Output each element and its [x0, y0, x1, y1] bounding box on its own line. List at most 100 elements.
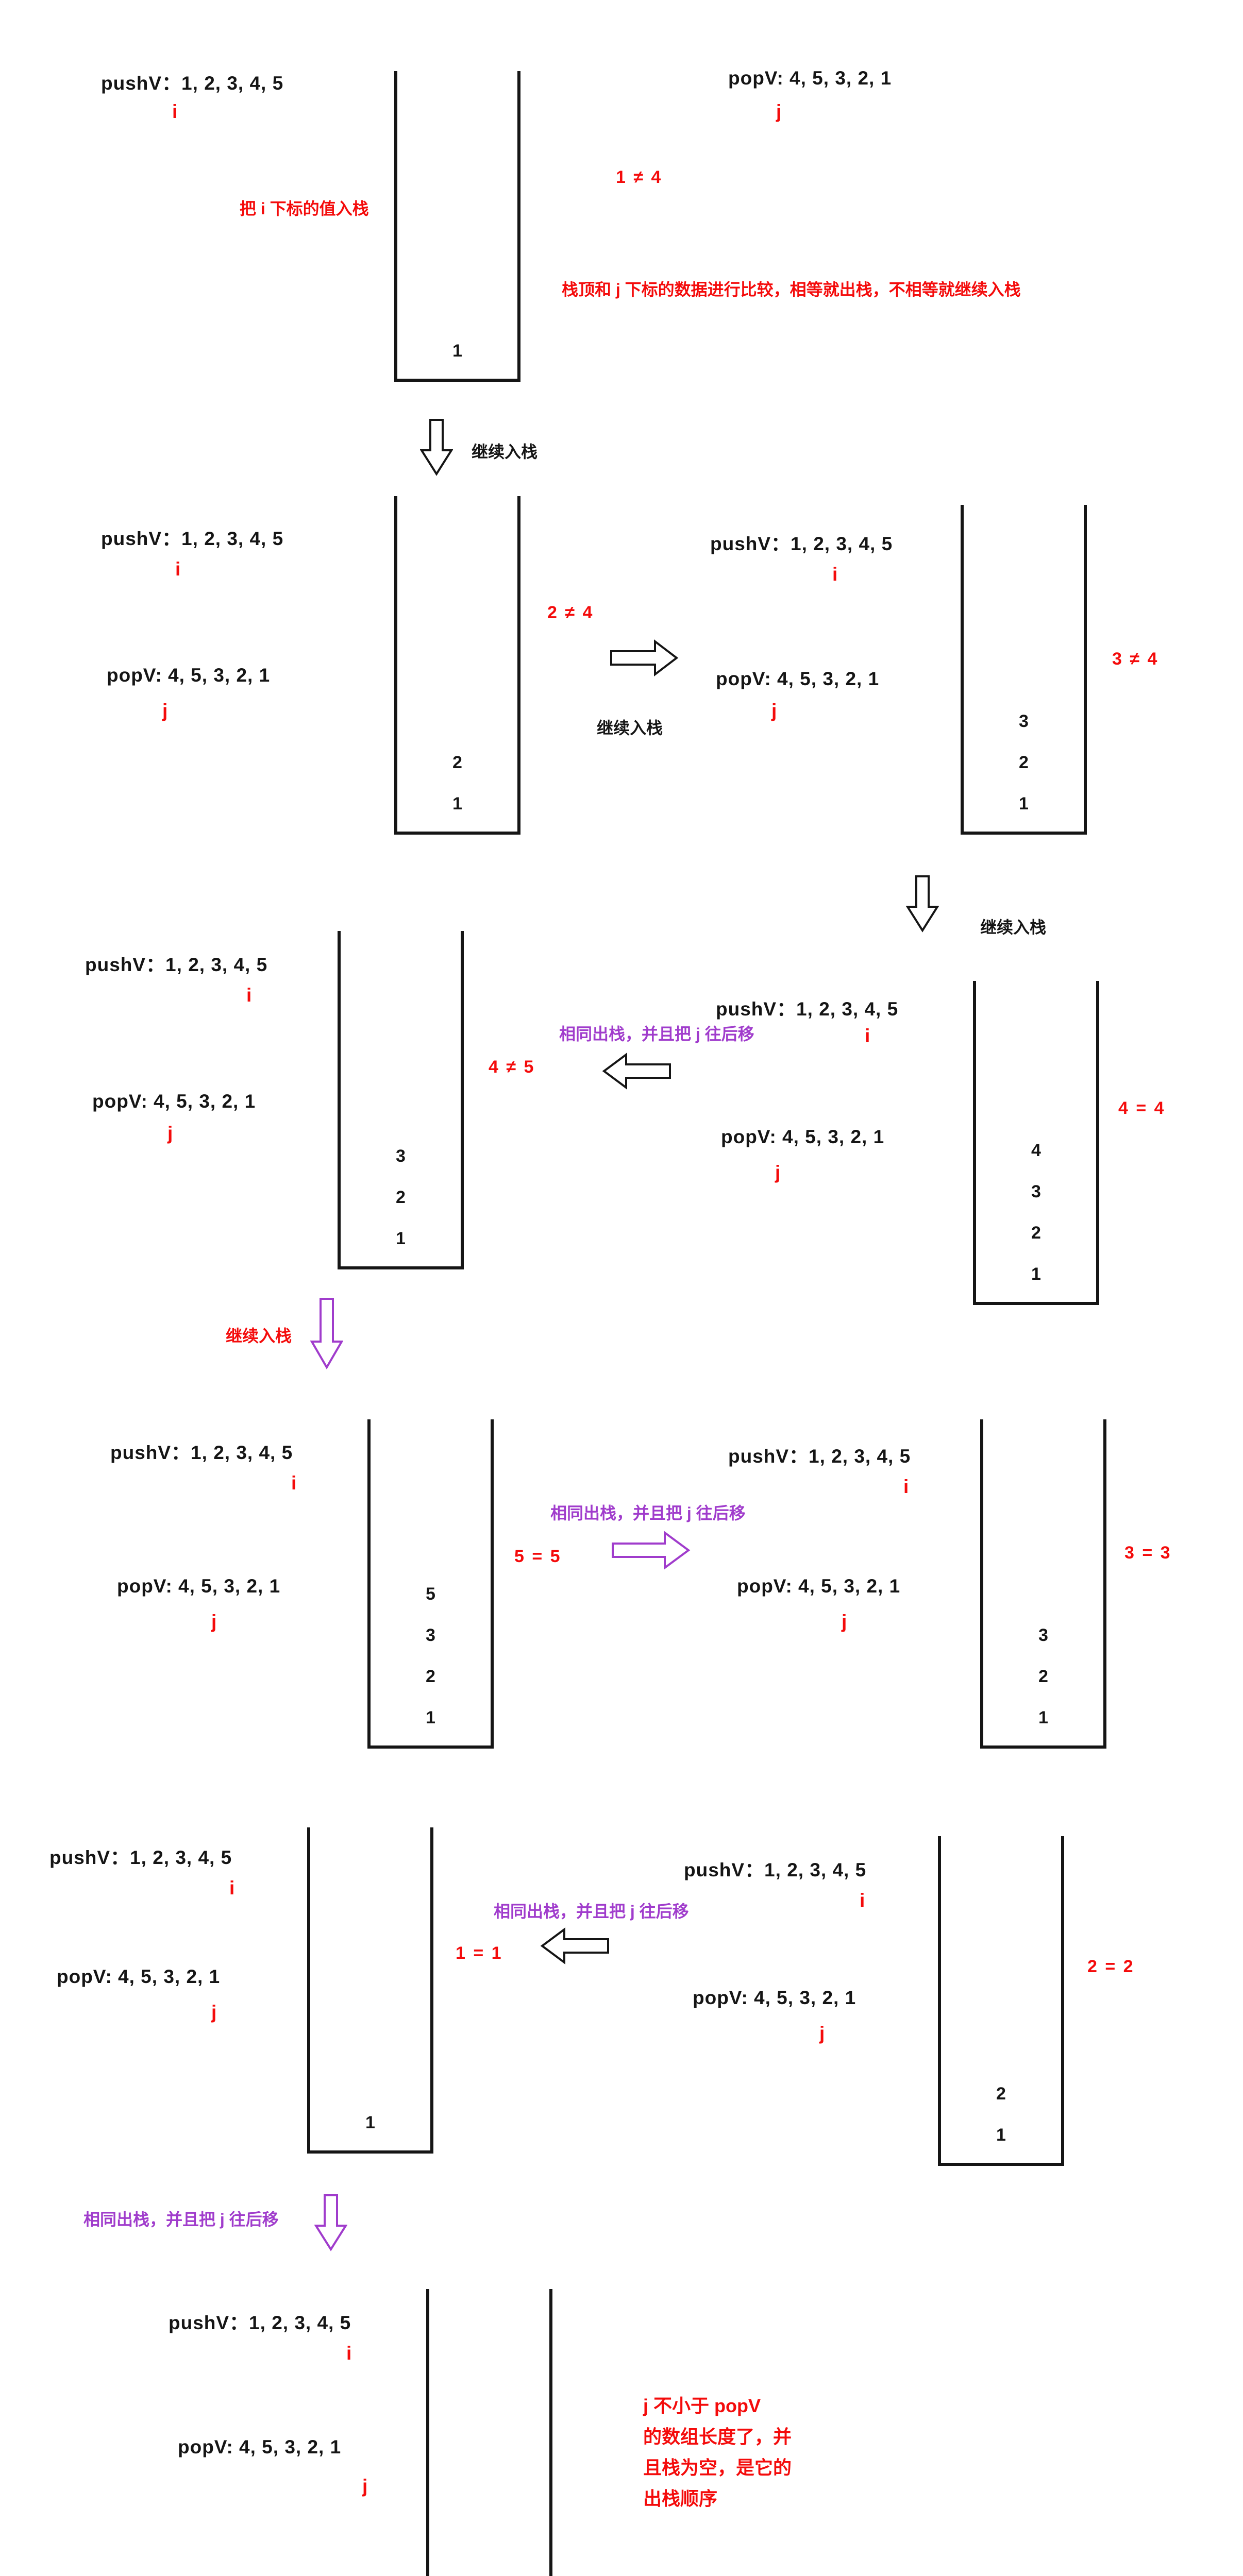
i-pointer: i: [175, 558, 181, 580]
stack-value: 2: [1038, 1666, 1048, 1686]
compare-note: 栈顶和 j 下标的数据进行比较，相等就出栈，不相等就继续入栈: [562, 280, 1021, 299]
continue-push-label: 继续入栈: [472, 443, 538, 461]
i-pointer: i: [832, 564, 838, 585]
comparison-label: 4 ≠ 5: [489, 1057, 535, 1077]
stack-value: 1: [452, 793, 462, 814]
pushv-label: pushV：1, 2, 3, 4, 5: [101, 528, 284, 549]
popv-label: popV: 4, 5, 3, 2, 1: [92, 1091, 256, 1112]
stack: 3 2 1: [338, 931, 464, 1269]
j-pointer: j: [842, 1611, 847, 1632]
stack-value: 4: [1031, 1140, 1041, 1160]
i-pointer: i: [172, 101, 178, 122]
comparison-label: 4 = 4: [1118, 1098, 1166, 1118]
popv-label: popV: 4, 5, 3, 2, 1: [693, 1987, 856, 2008]
left-arrow-icon: [540, 1927, 609, 1964]
down-arrow-icon: [420, 419, 453, 476]
stack: 3 2 1: [980, 1419, 1106, 1749]
comparison-label: 1 ≠ 4: [616, 167, 663, 187]
stack: 4 3 2 1: [973, 981, 1099, 1305]
j-pointer: j: [211, 1611, 217, 1632]
stack-value: 2: [396, 1187, 406, 1207]
down-arrow-icon: [906, 875, 939, 933]
i-pointer: i: [903, 1476, 909, 1497]
stack-value: 1: [1031, 1264, 1041, 1284]
i-pointer: i: [346, 2343, 352, 2364]
popv-label: popV: 4, 5, 3, 2, 1: [57, 1966, 221, 1987]
popv-label: popV: 4, 5, 3, 2, 1: [737, 1575, 901, 1597]
popv-label: popV: 4, 5, 3, 2, 1: [178, 2436, 342, 2458]
down-arrow-icon: [314, 2194, 347, 2251]
pushv-label: pushV：1, 2, 3, 4, 5: [716, 998, 899, 1020]
final-note: j 不小于 popV 的数组长度了，并 且栈为空，是它的 出栈顺序: [643, 2391, 792, 2514]
stack-value: 1: [1019, 793, 1029, 814]
comparison-label: 2 = 2: [1087, 1957, 1135, 1976]
pushv-label: pushV：1, 2, 3, 4, 5: [85, 954, 268, 975]
stack-value: 1: [396, 1228, 406, 1248]
i-pointer: i: [246, 985, 252, 1006]
stack-value: 2: [452, 752, 462, 772]
pushv-label: pushV：1, 2, 3, 4, 5: [728, 1446, 911, 1467]
i-pointer: i: [291, 1472, 297, 1494]
continue-push-label: 继续入栈: [980, 918, 1047, 937]
j-pointer: j: [162, 700, 168, 721]
stack-value: 1: [452, 341, 462, 361]
left-arrow-icon: [602, 1053, 671, 1090]
j-pointer: j: [776, 101, 782, 122]
pop-move-label: 相同出栈，并且把 j 往后移: [494, 1902, 689, 1921]
stack-value: 2: [996, 2083, 1006, 2104]
stack-value: 1: [1038, 1707, 1048, 1727]
pushv-label: pushV：1, 2, 3, 4, 5: [101, 73, 284, 94]
pop-move-label: 相同出栈，并且把 j 往后移: [83, 2210, 279, 2229]
popv-label: popV: 4, 5, 3, 2, 1: [728, 67, 892, 89]
final-note-line: j 不小于 popV: [643, 2395, 761, 2416]
stack: [426, 2289, 552, 2576]
stack-value: 2: [1031, 1223, 1041, 1243]
stack: 1: [307, 1827, 433, 2154]
final-note-line: 且栈为空，是它的: [643, 2457, 792, 2478]
right-arrow-icon: [612, 1531, 691, 1570]
comparison-label: 1 = 1: [456, 1943, 503, 1963]
i-pointer: i: [860, 1890, 865, 1911]
j-pointer: j: [167, 1123, 173, 1144]
stack: 3 2 1: [961, 505, 1087, 835]
final-note-line: 的数组长度了，并: [643, 2426, 792, 2447]
push-note: 把 i 下标的值入栈: [240, 199, 369, 218]
right-arrow-icon: [610, 639, 679, 677]
pop-move-label: 相同出栈，并且把 j 往后移: [550, 1504, 746, 1522]
j-pointer: j: [362, 2476, 368, 2497]
stack: 1: [394, 71, 520, 382]
comparison-label: 3 = 3: [1124, 1543, 1172, 1563]
continue-push-label: 继续入栈: [226, 1327, 292, 1345]
popv-label: popV: 4, 5, 3, 2, 1: [107, 665, 271, 686]
j-pointer: j: [819, 2023, 825, 2044]
stack-value: 5: [426, 1584, 435, 1604]
pushv-label: pushV：1, 2, 3, 4, 5: [684, 1859, 867, 1880]
pop-move-label: 相同出栈，并且把 j 往后移: [559, 1025, 754, 1043]
pushv-label: pushV：1, 2, 3, 4, 5: [710, 533, 893, 554]
comparison-label: 3 ≠ 4: [1112, 649, 1159, 669]
stack-value: 1: [365, 2112, 375, 2132]
j-pointer: j: [771, 700, 777, 721]
stack-value: 3: [1031, 1181, 1041, 1201]
stack-value: 3: [396, 1146, 406, 1166]
popv-label: popV: 4, 5, 3, 2, 1: [716, 668, 880, 689]
stack-value: 3: [1019, 711, 1029, 731]
popv-label: popV: 4, 5, 3, 2, 1: [117, 1575, 281, 1597]
comparison-label: 5 = 5: [514, 1547, 562, 1566]
stack-value: 1: [426, 1707, 435, 1727]
j-pointer: j: [211, 2002, 217, 2023]
stack: 2 1: [394, 496, 520, 835]
pushv-label: pushV：1, 2, 3, 4, 5: [169, 2312, 351, 2333]
i-pointer: i: [865, 1025, 870, 1046]
i-pointer: i: [229, 1877, 235, 1899]
j-pointer: j: [775, 1162, 781, 1183]
down-arrow-icon: [310, 1298, 343, 1369]
stack: 5 3 2 1: [367, 1419, 494, 1749]
continue-push-label: 继续入栈: [597, 719, 663, 737]
stack-value: 3: [1038, 1625, 1048, 1645]
final-note-line: 出栈顺序: [643, 2488, 718, 2509]
pushv-label: pushV：1, 2, 3, 4, 5: [110, 1442, 293, 1463]
popv-label: popV: 4, 5, 3, 2, 1: [721, 1126, 885, 1147]
stack-value: 2: [1019, 752, 1029, 772]
